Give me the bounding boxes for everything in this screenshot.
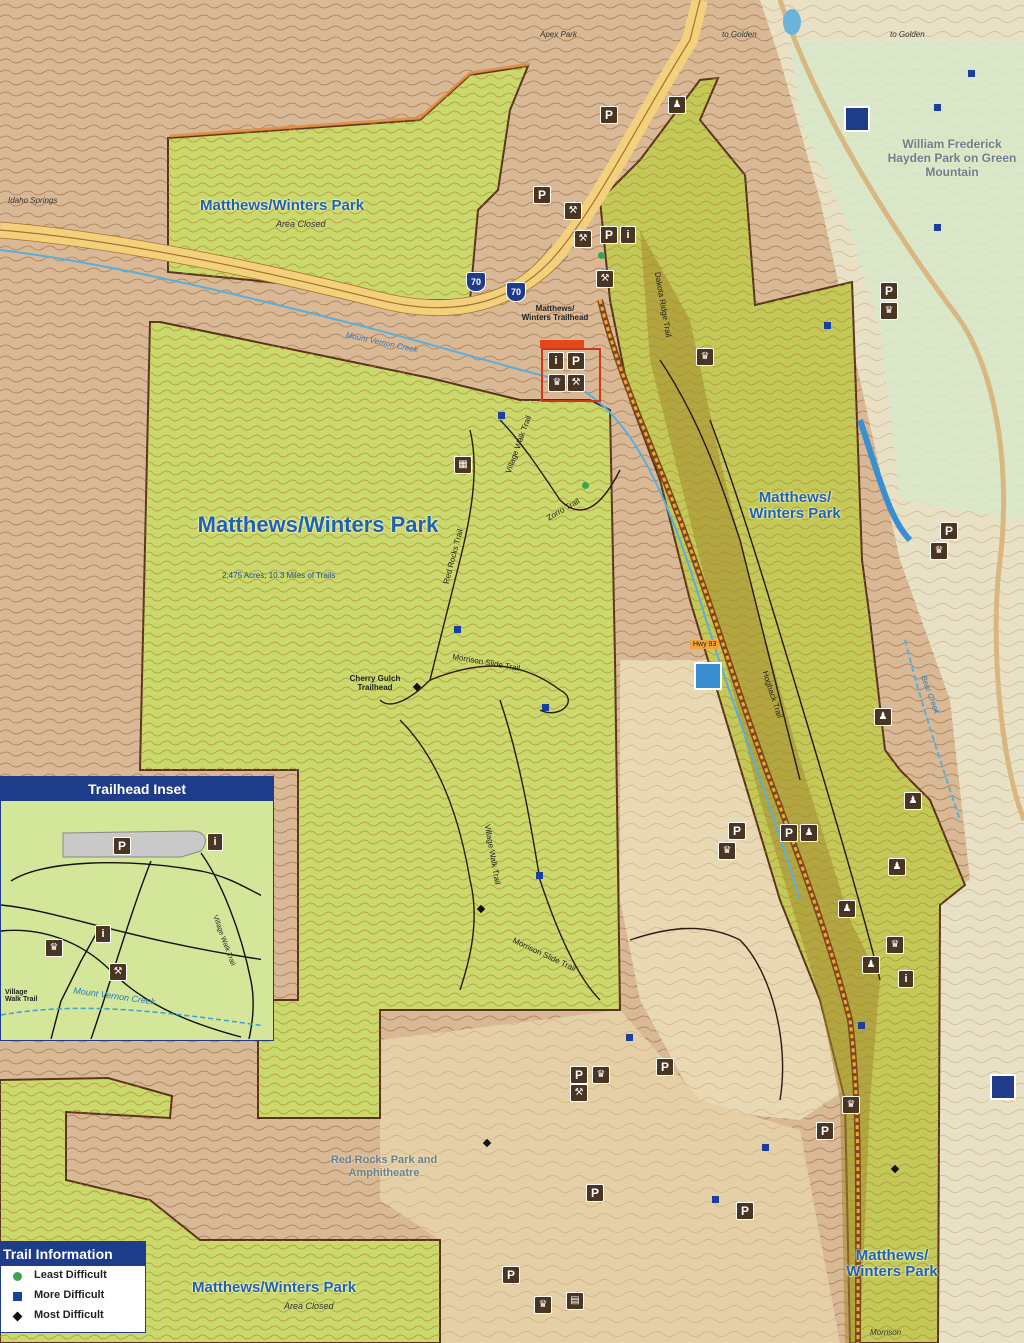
morrison-label: Morrison <box>870 1328 902 1337</box>
highway-sign-icon-2 <box>990 1074 1016 1100</box>
park-sub-north: Area Closed <box>276 219 326 229</box>
black-diamond-icon <box>12 1311 23 1322</box>
parking-icon[interactable]: P <box>736 1202 754 1220</box>
trailhead-label: Matthews/ Winters Trailhead <box>521 304 589 322</box>
inset-title: Trailhead Inset <box>1 777 273 801</box>
park-sub-southwest: Area Closed <box>284 1301 334 1311</box>
info-icon[interactable]: i <box>620 226 636 244</box>
apex-park-label: Apex Park <box>540 30 577 39</box>
inset-trail-label-2: Village Walk Trail <box>5 989 38 1003</box>
to-golden-label-2: to Golden <box>890 30 925 39</box>
parking-icon[interactable]: P <box>570 1066 588 1084</box>
restroom-icon: ♛ <box>592 1066 610 1084</box>
more-difficult-marker <box>858 1022 865 1029</box>
inset-info-icon[interactable]: i <box>95 925 111 943</box>
restroom-icon: ♛ <box>880 302 898 320</box>
park-label-hayden: William Frederick Hayden Park on Green M… <box>887 137 1017 179</box>
cherry-gulch-label: Cherry Gulch Trailhead <box>349 674 401 692</box>
hiker-icon: ♟ <box>888 858 906 876</box>
least-difficult-marker <box>598 252 605 259</box>
park-label-main: Matthews/Winters Park <box>197 512 439 537</box>
more-difficult-marker <box>454 626 461 633</box>
picnic-icon: ⚒ <box>567 374 585 392</box>
green-circle-icon <box>13 1272 22 1281</box>
idaho-springs-label: Idaho Springs <box>8 196 58 205</box>
hiker-icon: ♟ <box>904 792 922 810</box>
hiker-icon: ♟ <box>668 96 686 114</box>
parking-icon[interactable]: P <box>816 1122 834 1140</box>
parking-icon[interactable]: P <box>656 1058 674 1076</box>
blue-square-icon <box>13 1292 22 1301</box>
to-golden-label-1: to Golden <box>722 30 757 39</box>
parking-icon[interactable]: P <box>502 1266 520 1284</box>
hiker-icon: ♟ <box>838 900 856 918</box>
legend-title: Trail Information <box>1 1242 145 1266</box>
inset-picnic-icon: ⚒ <box>109 963 127 981</box>
restroom-icon: ♛ <box>548 374 566 392</box>
parking-icon[interactable]: P <box>940 522 958 540</box>
trailhead-inset-marker[interactable] <box>541 348 601 402</box>
park-label-north: Matthews/Winters Park <box>200 197 365 214</box>
parking-icon[interactable]: P <box>567 352 585 370</box>
parking-icon[interactable]: P <box>586 1184 604 1202</box>
more-difficult-marker <box>968 70 975 77</box>
more-difficult-marker <box>626 1034 633 1041</box>
picnic-icon: ⚒ <box>570 1084 588 1102</box>
parking-icon[interactable]: P <box>533 186 551 204</box>
park-sub-main: 2,475 Acres; 10.3 Miles of Trails <box>222 571 336 580</box>
hiker-icon: ♟ <box>800 824 818 842</box>
least-difficult-marker <box>582 482 589 489</box>
more-difficult-marker <box>498 412 505 419</box>
interstate-shield-2: 70 <box>506 282 526 302</box>
hiker-icon: ♟ <box>874 708 892 726</box>
restroom-icon: ♛ <box>930 542 948 560</box>
more-difficult-marker <box>934 104 941 111</box>
more-difficult-marker <box>762 1144 769 1151</box>
restroom-icon: ♛ <box>842 1096 860 1114</box>
more-difficult-marker <box>536 872 543 879</box>
viewpoint-icon: ▦ <box>454 456 472 474</box>
picnic-icon: ⚒ <box>574 230 592 248</box>
legend-row-most: Most Difficult <box>1 1306 145 1326</box>
restroom-icon: ♛ <box>886 936 904 954</box>
highway-label: Hwy 93 <box>690 640 720 649</box>
restroom-icon: ♛ <box>718 842 736 860</box>
trailhead-inset: Trailhead Inset P i i ♛ ⚒ Village Walk T… <box>0 776 274 1041</box>
inset-parking-icon[interactable]: P <box>113 837 131 855</box>
more-difficult-marker <box>934 224 941 231</box>
trailhead-flag <box>540 340 584 348</box>
legend-row-least: Least Difficult <box>1 1266 145 1286</box>
park-label-southwest: Matthews/Winters Park <box>192 1279 357 1296</box>
park-label-east: Matthews/ Winters Park <box>749 489 841 522</box>
more-difficult-marker <box>824 322 831 329</box>
interstate-shield-1: 70 <box>466 272 486 292</box>
restroom-icon: ♛ <box>534 1296 552 1314</box>
amphitheatre-icon: ▤ <box>566 1292 584 1310</box>
restroom-icon: ♛ <box>696 348 714 366</box>
parking-icon[interactable]: P <box>600 106 618 124</box>
hiker-icon: ♟ <box>862 956 880 974</box>
inset-info-icon[interactable]: i <box>207 833 223 851</box>
highway-sign-icon <box>844 106 870 132</box>
info-icon[interactable]: i <box>898 970 914 988</box>
legend-row-more: More Difficult <box>1 1286 145 1306</box>
parking-icon[interactable]: P <box>880 282 898 300</box>
parking-icon[interactable]: P <box>780 824 798 842</box>
trail-legend: Trail Information Least Difficult More D… <box>0 1241 146 1333</box>
water-access-icon <box>694 662 722 690</box>
inset-restroom-icon: ♛ <box>45 939 63 957</box>
picnic-icon: ⚒ <box>596 270 614 288</box>
more-difficult-marker <box>542 704 549 711</box>
park-label-red-rocks: Red Rocks Park and Amphitheatre <box>330 1154 438 1180</box>
info-icon[interactable]: i <box>548 352 564 370</box>
picnic-icon: ⚒ <box>564 202 582 220</box>
more-difficult-marker <box>712 1196 719 1203</box>
park-label-southeast: Matthews/ Winters Park <box>846 1247 938 1280</box>
parking-icon[interactable]: P <box>728 822 746 840</box>
parking-icon[interactable]: P <box>600 226 618 244</box>
